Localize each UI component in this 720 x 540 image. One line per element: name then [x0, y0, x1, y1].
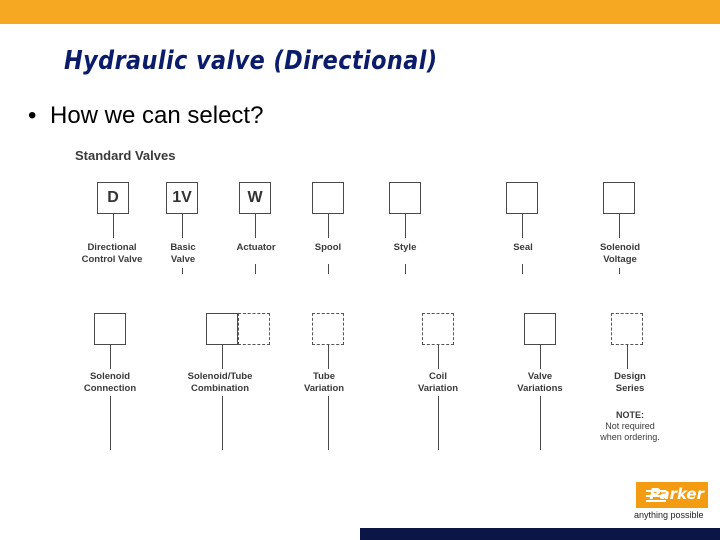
label-style: Style: [393, 242, 417, 253]
tail-tick: [522, 264, 524, 274]
connector-line: [328, 345, 330, 369]
ordering-note: NOTE: Not required when ordering.: [590, 410, 670, 443]
tail-line: [540, 396, 542, 450]
code-box-coil-variation: [422, 313, 454, 345]
connector-line: [627, 345, 629, 369]
connector-line: [182, 214, 184, 238]
label-seal: Seal: [513, 242, 533, 253]
tail-tick: [619, 268, 621, 274]
connector-line: [540, 345, 542, 369]
label-coil-variation: Coil Variation: [417, 371, 459, 394]
label-actuator: Actuator: [236, 242, 276, 253]
connector-line: [328, 214, 330, 238]
tail-tick: [405, 264, 407, 274]
label-tube-variation: Tube Variation: [303, 371, 345, 394]
bottom-accent-bar: [360, 528, 720, 540]
connector-line: [619, 214, 621, 238]
connector-line: [522, 214, 524, 238]
tail-line: [328, 396, 330, 450]
code-box-style: [389, 182, 421, 214]
tail-line: [438, 396, 440, 450]
tail-tick: [255, 264, 257, 274]
section-heading: Standard Valves: [75, 148, 176, 163]
label-directional-control-valve: Directional Control Valve: [81, 242, 143, 265]
label-solenoid-connection: Solenoid Connection: [83, 371, 137, 394]
label-solenoid-tube-combination: Solenoid/Tube Combination: [187, 371, 253, 394]
label-basic-valve: Basic Valve: [170, 242, 196, 265]
code-box-seal: [506, 182, 538, 214]
connector-line: [255, 214, 257, 238]
code-box-basic-valve: 1V: [166, 182, 198, 214]
code-box-solenoid-tube: [206, 313, 238, 345]
code-box-solenoid-tube-optional: [238, 313, 270, 345]
logo-brand: Parker: [649, 485, 704, 503]
label-design-series: Design Series: [614, 371, 646, 394]
connector-line: [113, 214, 115, 238]
logo-stripe: [646, 495, 666, 497]
parker-logo: Parker: [636, 482, 708, 508]
code-box-tube-variation: [312, 313, 344, 345]
tail-line: [110, 396, 112, 450]
tail-line: [222, 396, 224, 450]
code-box-actuator: W: [239, 182, 271, 214]
logo-stripe: [646, 490, 666, 492]
code-box-solenoid-connection: [94, 313, 126, 345]
label-solenoid-voltage: Solenoid Voltage: [599, 242, 641, 265]
code-box-solenoid-voltage: [603, 182, 635, 214]
slide-title: Hydraulic valve (Directional): [64, 46, 438, 76]
tail-tick: [182, 268, 184, 274]
bullet-dot: •: [28, 102, 37, 129]
label-spool: Spool: [314, 242, 342, 253]
label-valve-variations: Valve Variations: [517, 371, 563, 394]
connector-line: [110, 345, 112, 369]
connector-line: [405, 214, 407, 238]
note-text: Not required when ordering.: [600, 421, 660, 442]
code-box-spool: [312, 182, 344, 214]
logo-stripe: [646, 500, 666, 502]
bullet-item: • How we can select?: [28, 102, 263, 130]
tail-tick: [328, 264, 330, 274]
logo-tagline: anything possible: [634, 510, 704, 520]
note-heading: NOTE:: [616, 410, 644, 420]
code-box-directional: D: [97, 182, 129, 214]
bullet-text: How we can select?: [50, 102, 264, 129]
connector-line: [222, 345, 224, 369]
top-accent-bar: [0, 0, 720, 24]
connector-line: [438, 345, 440, 369]
code-box-design-series: [611, 313, 643, 345]
code-box-valve-variations: [524, 313, 556, 345]
